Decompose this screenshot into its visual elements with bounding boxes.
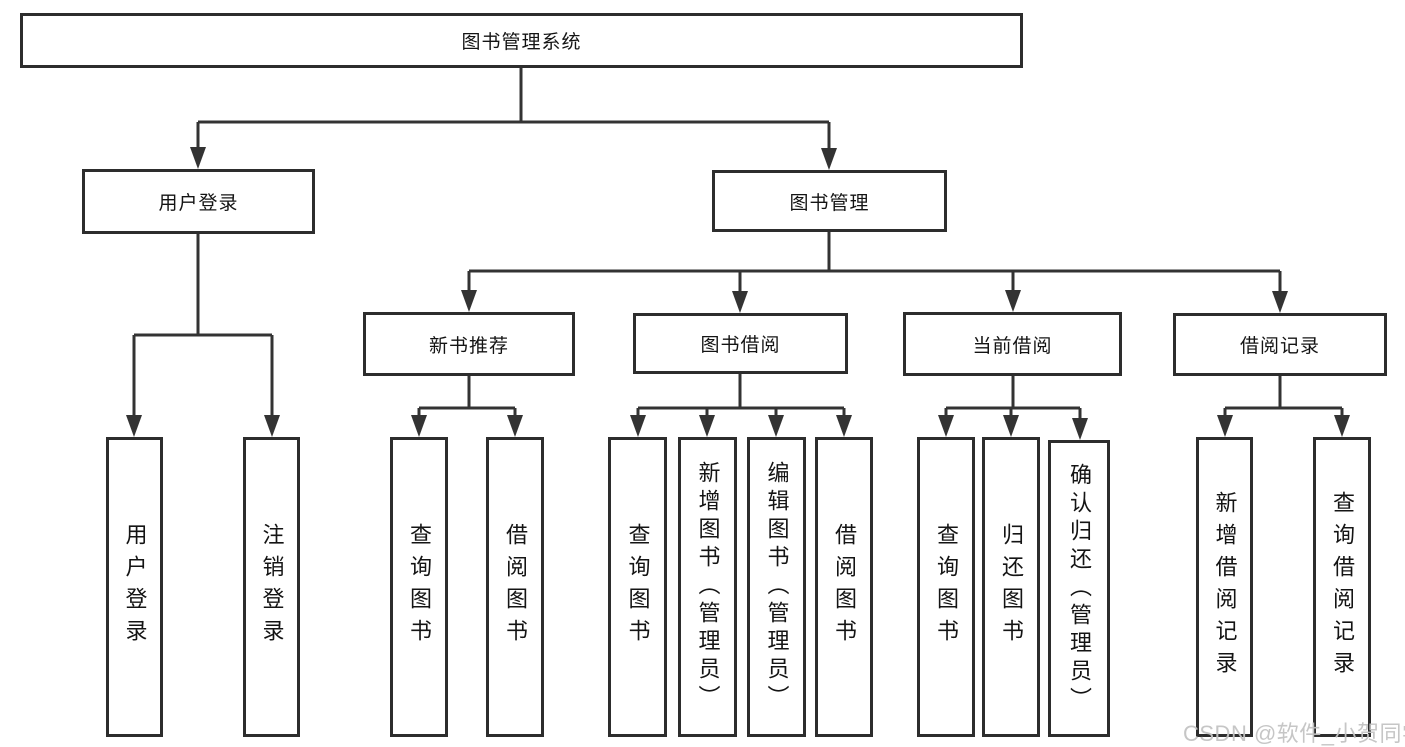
edge-newbook-to-children [417,376,517,421]
node-label: 当前借阅 [972,335,1053,357]
node-label: 用户登录 [122,523,148,651]
node-leaf-borrow-books: 借阅图书 [815,437,873,737]
node-leaf-confirm-return-admin: 确认归还（管理员） [1048,440,1110,737]
node-label: 归还图书 [999,523,1024,651]
node-label: 查询图书 [407,523,432,651]
node-label: 注销登录 [259,523,285,651]
node-label: 图书借阅 [700,335,781,356]
node-label: 图书管理系统 [461,32,582,53]
node-label: 确认归还（管理员） [1067,462,1092,715]
csdn-watermark: CSDN @软件_小贺同学 [1183,721,1405,746]
node-current-borrowing: 当前借阅 [903,312,1122,376]
edge-records-to-children [1223,376,1344,421]
node-new-book-recommend: 新书推荐 [363,312,575,376]
node-leaf-logout: 注销登录 [243,437,300,737]
edge-borrow-to-children [636,374,846,421]
node-label: 查询图书 [934,523,959,651]
node-label: 借阅图书 [832,523,857,651]
node-leaf-query-borrow-record: 查询借阅记录 [1313,437,1371,737]
node-label: 用户登录 [158,193,239,214]
edge-login-to-children [132,234,274,421]
node-label: 新增借阅记录 [1212,491,1238,683]
node-borrow-records: 借阅记录 [1173,313,1387,376]
node-leaf-borrow-books-newbook: 借阅图书 [486,437,544,737]
node-book-management: 图书管理 [712,170,947,232]
node-leaf-add-borrow-record: 新增借阅记录 [1196,437,1253,737]
node-label: 借阅记录 [1239,336,1320,357]
edge-current-to-children [944,376,1082,424]
node-book-borrowing: 图书借阅 [633,313,848,374]
node-library-management-system: 图书管理系统 [20,13,1023,68]
node-label: 图书管理 [789,192,870,214]
node-label: 查询图书 [625,523,651,651]
node-label: 新增图书（管理员） [695,461,721,713]
node-label: 查询借阅记录 [1330,491,1355,683]
node-user-login: 用户登录 [82,169,315,234]
edge-root-to-level2 [196,68,831,154]
arrowheads [126,147,1350,440]
node-leaf-query-books-newbook: 查询图书 [390,437,448,737]
node-label: 新书推荐 [428,335,509,357]
node-leaf-edit-books-admin: 编辑图书（管理员） [747,437,806,737]
node-leaf-return-books: 归还图书 [982,437,1040,737]
node-label: 借阅图书 [503,523,528,651]
node-leaf-query-books-current: 查询图书 [917,437,975,737]
node-leaf-add-books-admin: 新增图书（管理员） [678,437,737,737]
node-leaf-user-login: 用户登录 [106,437,163,737]
node-leaf-query-books-borrow: 查询图书 [608,437,667,737]
edge-mgmt-to-level3 [467,232,1282,297]
node-label: 编辑图书（管理员） [764,461,790,713]
